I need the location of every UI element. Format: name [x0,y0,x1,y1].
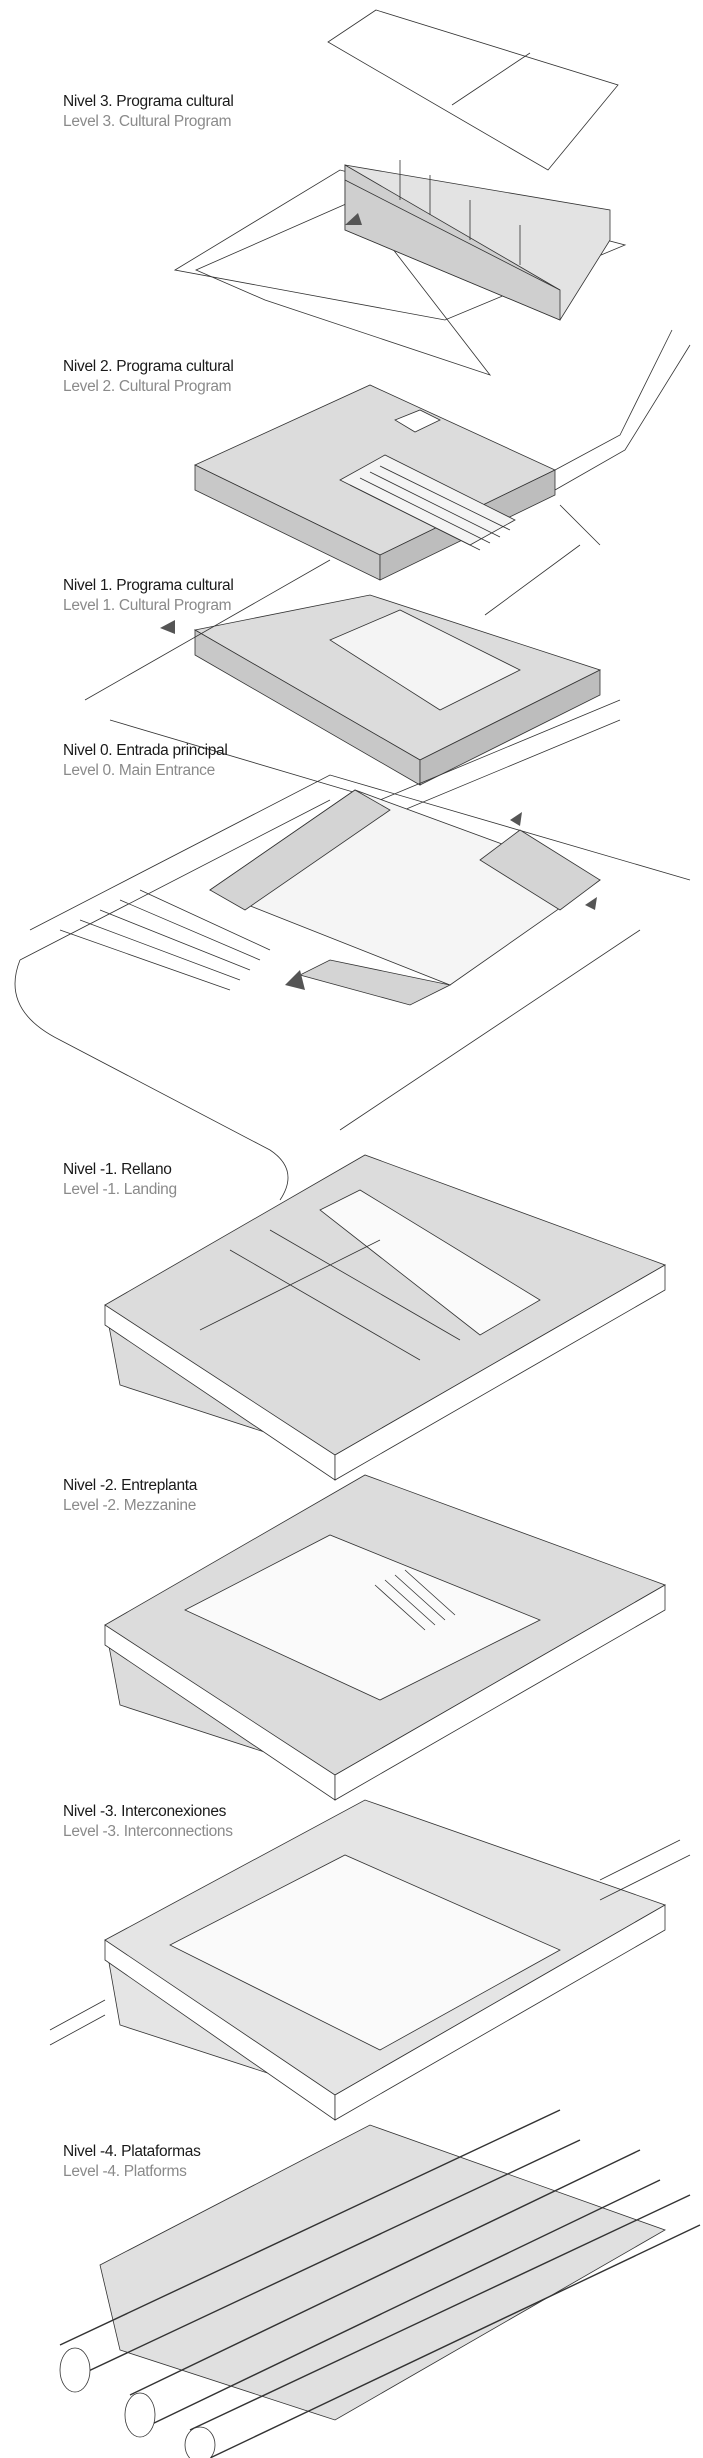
level-minus-2-floor [104,1474,666,1801]
entrance-arrow-icon [285,970,305,990]
level-minus-1-floor [104,1154,666,1481]
level-label-en: Level -2. Mezzanine [63,1497,197,1514]
level-label-es: Nivel -2. Entreplanta [63,1477,198,1494]
level-minus-3-label: Nivel -3. Interconexiones Level -3. Inte… [63,1802,233,1842]
level-1-floor [84,559,621,821]
level-0-label: Nivel 0. Entrada principal Level 0. Main… [63,741,228,781]
level-label-en: Level 2. Cultural Program [63,378,232,395]
entrance-arrow-icon [585,897,597,910]
level-3-label: Nivel 3. Programa cultural Level 3. Cult… [63,92,234,132]
level-label-es: Nivel -3. Interconexiones [63,1803,227,1820]
level-label-en: Level 1. Cultural Program [63,597,232,614]
level-2-label: Nivel 2. Programa cultural Level 2. Cult… [63,357,234,397]
level-3-roof-outline [327,9,619,171]
level-minus-3-floor [49,1799,691,2121]
level-label-es: Nivel 3. Programa cultural [63,93,234,110]
level-label-es: Nivel 2. Programa cultural [63,358,234,375]
level-2-floor [194,329,691,616]
level-minus-4-floor [59,2109,701,2458]
entrance-arrow-icon [160,620,175,634]
level-label-en: Level -1. Landing [63,1181,177,1198]
level-label-en: Level 3. Cultural Program [63,113,232,130]
level-minus-4-label: Nivel -4. Plataformas Level -4. Platform… [63,2142,201,2182]
level-label-es: Nivel 0. Entrada principal [63,742,228,759]
level-3-floor [173,160,627,376]
level-label-es: Nivel -1. Rellano [63,1161,172,1178]
entrance-arrow-icon [510,812,522,826]
level-minus-1-label: Nivel -1. Rellano Level -1. Landing [63,1160,177,1200]
level-label-en: Level 0. Main Entrance [63,762,215,779]
level-0-floor [14,774,691,1201]
level-minus-2-label: Nivel -2. Entreplanta Level -2. Mezzanin… [63,1476,197,1516]
level-label-es: Nivel -4. Plataformas [63,2143,201,2160]
level-1-label: Nivel 1. Programa cultural Level 1. Cult… [63,576,234,616]
level-label-en: Level -3. Interconnections [63,1823,233,1840]
level-label-en: Level -4. Platforms [63,2163,187,2180]
entrance-arrow-icon [345,213,362,225]
level-label-es: Nivel 1. Programa cultural [63,577,234,594]
